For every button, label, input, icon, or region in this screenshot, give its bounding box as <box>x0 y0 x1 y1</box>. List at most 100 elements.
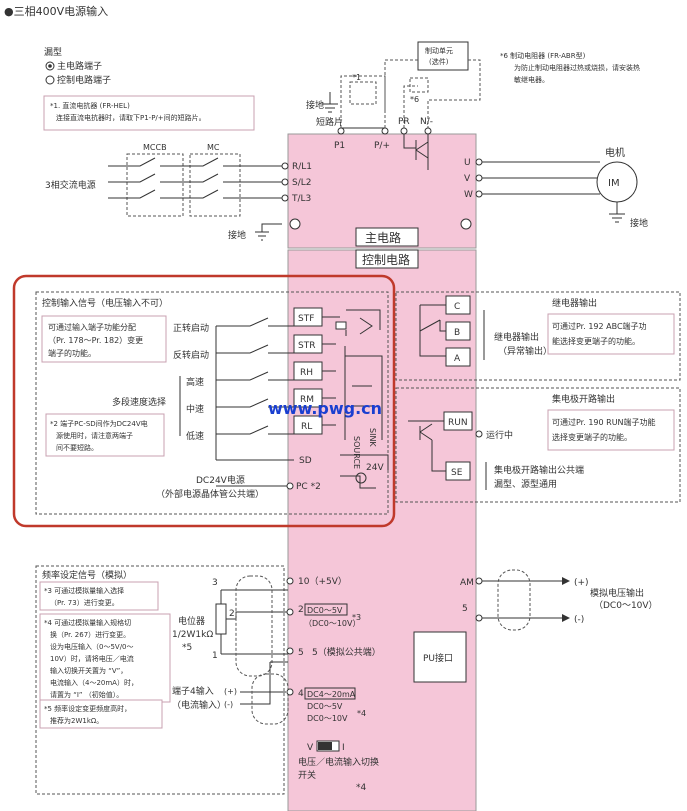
relay-a-box <box>445 347 471 367</box>
pot-num-2: 2 <box>229 609 235 619</box>
run-output-terminal <box>475 430 483 438</box>
brake-transistor-icon <box>403 134 429 170</box>
motor-ground-label: 接地 <box>630 217 648 229</box>
legend-main-terminal: 主电路端子 <box>57 60 102 72</box>
vi-switch-knob <box>318 742 332 750</box>
collector-transistor-icon <box>408 420 446 472</box>
control-input-note-2: （Pr. 178～Pr. 182）变更 <box>48 335 143 345</box>
pot-num-3: 3 <box>212 578 218 588</box>
power-source-label: 3相交流电源 <box>45 179 96 191</box>
top-ground-label: 接地 <box>306 99 324 111</box>
mc-label: MC <box>207 143 220 152</box>
brake-unit-line1: 制动单元 <box>425 46 453 55</box>
t4-range-c: DC0～10V <box>307 714 348 723</box>
low-speed-label: 低速 <box>186 430 204 442</box>
term4-minus: (-) <box>224 700 233 709</box>
note4-line6: 电流输入（4～20mA）时， <box>50 678 138 687</box>
analog-label-2: （DC0～10V） <box>594 600 658 611</box>
main-terminal-symbol-icon <box>45 61 55 71</box>
control-input-note-3: 端子的功能。 <box>48 348 96 358</box>
relay-note-2: 能选择变更端子的功能。 <box>552 336 640 346</box>
w-terminal <box>475 190 483 198</box>
control-input-note-box <box>41 315 167 363</box>
p-plus-terminal <box>381 127 389 135</box>
t5-label: 5（模拟公共端） <box>312 646 381 658</box>
t2-range-b: （DC0～10V） <box>304 619 361 628</box>
terminal-stf: STF <box>298 314 314 324</box>
note3-line1: *3 可通过模拟量输入选择 <box>44 586 124 595</box>
relay-output-dashed-box <box>395 291 681 381</box>
analog-5-terminal <box>475 614 483 622</box>
control-input-note-1: 可通过输入端子功能分配 <box>48 322 136 332</box>
p1-label: P1 <box>334 141 345 151</box>
brake-wire-1 <box>384 59 418 110</box>
top-ground-icon <box>322 92 338 113</box>
terminal-sd: SD <box>299 456 312 466</box>
note4-line2: 换（Pr. 267）进行变更。 <box>50 630 130 639</box>
source-sink-circuit <box>322 309 389 489</box>
collector-output-dashed-box <box>395 387 681 503</box>
s-terminal <box>281 178 289 186</box>
relay-b: B <box>454 328 460 338</box>
pu-label: PU接口 <box>423 652 453 664</box>
dc-reactor-wire <box>340 75 386 128</box>
diagram-title: ●三相400V电源输入 <box>4 4 108 18</box>
t-terminal <box>281 194 289 202</box>
note5-box <box>39 699 163 729</box>
mccb-label: MCCB <box>143 143 167 152</box>
switch-i: I <box>342 743 345 753</box>
note4-line4: 10V）时，请将电压／电流 <box>50 654 134 663</box>
main-circuit-label: 主电路 <box>365 230 401 245</box>
main-terminal-symbol-dot <box>48 64 52 68</box>
terminal-str: STR <box>298 341 315 351</box>
input-label-r: R/L1 <box>292 162 312 172</box>
main-circuit-box <box>355 227 419 247</box>
p-plus-label: P/+ <box>374 141 390 151</box>
v-terminal <box>475 174 483 182</box>
relay-c: C <box>454 302 460 312</box>
analog-plus: (+) <box>574 578 589 588</box>
term4-label-2: （电流输入） <box>172 699 226 711</box>
high-speed-label: 高速 <box>186 376 204 388</box>
note5-line2: 推荐为2W1kΩ。 <box>50 716 103 725</box>
term4-plus: (+) <box>224 687 237 696</box>
run-terminal: RUN <box>448 418 468 428</box>
ground-terminal-left-icon <box>289 218 301 230</box>
terminal-rm: RM <box>300 395 314 405</box>
source-label: SOURCE <box>352 436 361 469</box>
note4-line1: *4 可通过模拟量输入规格切 <box>44 618 131 627</box>
switch-v: V <box>307 743 314 753</box>
collector-common-2: 漏型、源型通用 <box>494 478 557 490</box>
left-ground-icon <box>255 223 282 241</box>
fwd-label: 正转启动 <box>173 322 209 334</box>
pr-terminal <box>400 127 408 135</box>
collector-note-1: 可通过Pr. 190 RUN端子功能 <box>552 417 656 427</box>
pu-interface-box <box>413 631 467 683</box>
dc24-label-1: DC24V电源 <box>196 474 245 486</box>
rev-label: 反转启动 <box>173 349 209 361</box>
control-input-heading: 控制输入信号（电压输入不可） <box>42 297 168 309</box>
pot-num-1: 1 <box>212 651 218 661</box>
analog-arrow-icon <box>562 577 570 622</box>
note4-line3: 设为电压输入（0～5V/0～ <box>50 642 134 651</box>
t10-label: 10（+5V） <box>298 576 347 587</box>
note4-line7: 请置为 “I” （初始值）。 <box>50 690 123 699</box>
multi-speed-label: 多段速度选择 <box>112 396 166 408</box>
input-switch-wiring <box>215 317 294 461</box>
terminal-4 <box>286 688 294 696</box>
note1-line2: 连接直流电抗器时，请取下P1-P/+间的短路片。 <box>56 113 206 122</box>
t2-range-a: DC0～5V <box>307 606 343 615</box>
star6-label: *6 <box>410 95 419 104</box>
t2-num: 2 <box>298 605 304 615</box>
n-minus-terminal <box>424 127 432 135</box>
note4-line5: 输入切换开关置为 “V”， <box>50 666 127 675</box>
note2-box <box>45 413 165 457</box>
t4-range-a: DC4～20mA <box>307 690 356 699</box>
relay-heading: 继电器输出 <box>552 297 597 309</box>
relay-label-1: 继电器输出 <box>494 331 539 343</box>
shield-cable-3 <box>497 569 531 631</box>
terminal-rh: RH <box>300 368 313 378</box>
input-label-t: T/L3 <box>291 194 311 204</box>
note5-line1: *5 频率设定变更频度高时， <box>44 704 131 713</box>
